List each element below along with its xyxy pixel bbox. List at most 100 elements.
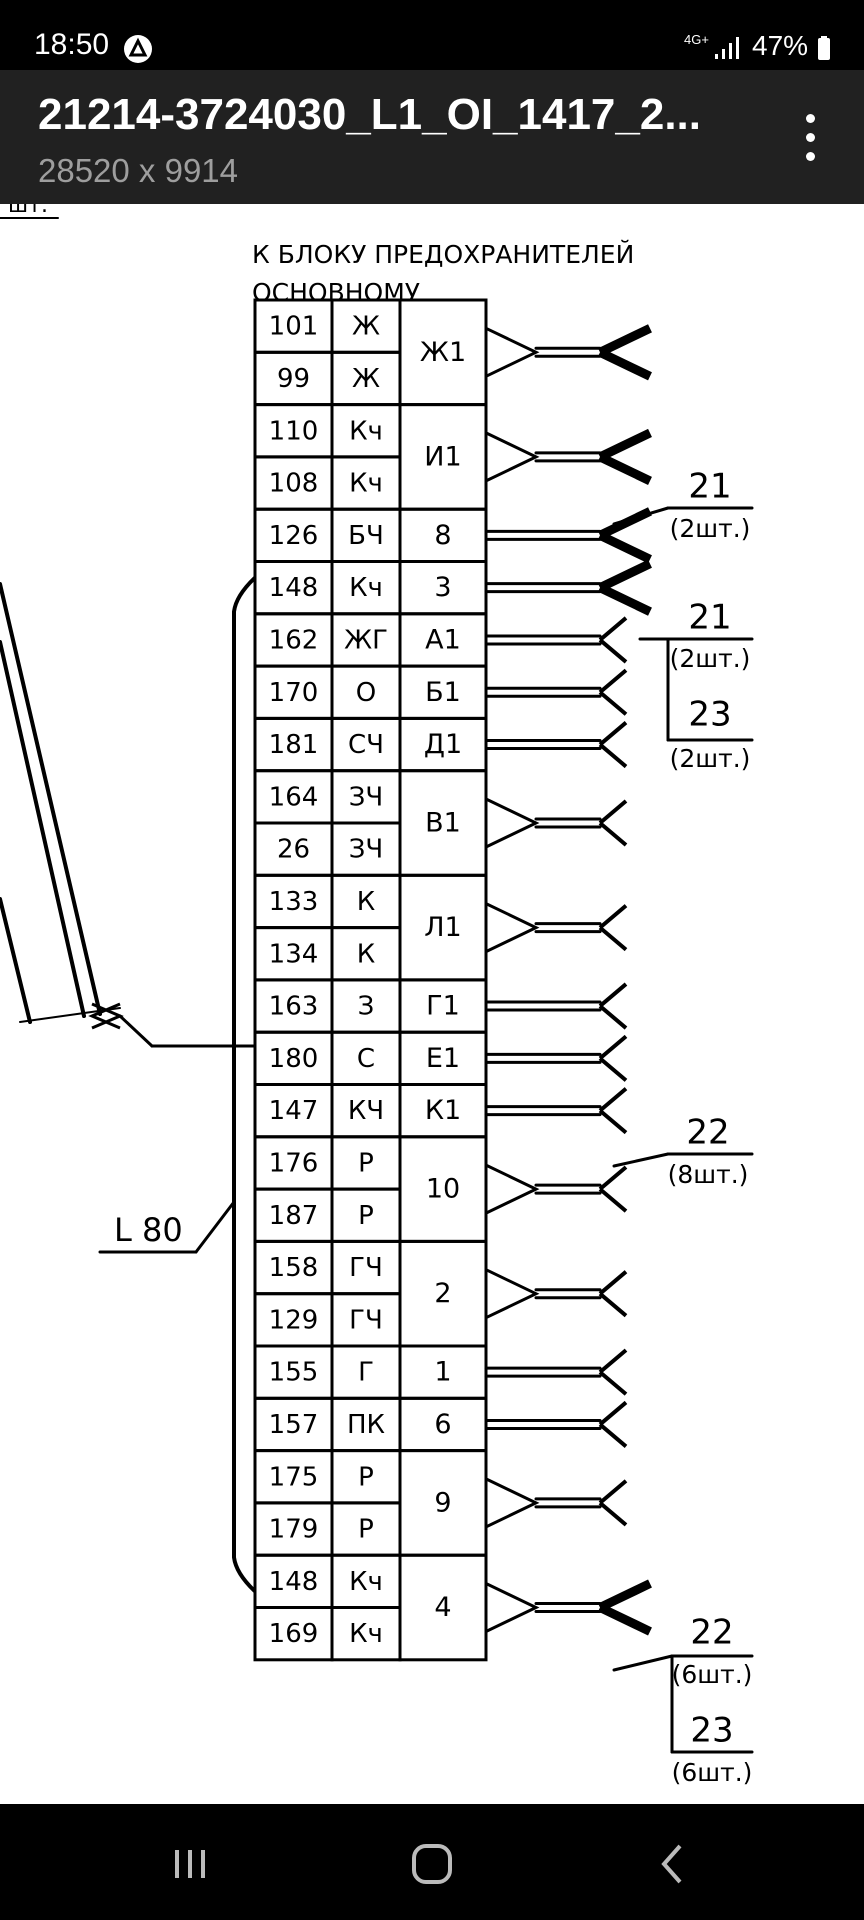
- wire-number: 108: [269, 469, 319, 499]
- navigation-bar: [0, 1804, 864, 1920]
- top-fragment-label: шт.: [8, 204, 48, 218]
- contact-cell: [398, 1553, 488, 1662]
- wire-merge: [485, 431, 540, 483]
- wire-color: Кч: [349, 1619, 383, 1649]
- terminal-fork: [598, 324, 652, 381]
- cable-line-inner: [0, 640, 86, 1018]
- wire-number: 169: [269, 1619, 319, 1649]
- wire-number: 176: [269, 1148, 319, 1178]
- wire-number: 163: [269, 992, 319, 1022]
- wire-number: 110: [269, 416, 319, 446]
- status-time: 18:50: [34, 28, 110, 61]
- image-viewport[interactable]: шт. К БЛОКУ ПРЕДОХРАНИТЕЛЕЙ ОСНОВНОМУ L 80 1…: [0, 204, 864, 1804]
- terminal-fork: [598, 982, 628, 1030]
- callout-qty: (6шт.): [672, 1660, 753, 1689]
- wire-number: 158: [269, 1253, 319, 1283]
- contact-label: Ж1: [420, 337, 466, 368]
- wire-number: 181: [269, 730, 319, 760]
- wire-number: 134: [269, 939, 319, 969]
- terminal-fork: [598, 1479, 628, 1527]
- length-label: L 80: [114, 1211, 183, 1249]
- contact-label: Л1: [424, 912, 461, 943]
- wire-color: Р: [358, 1148, 374, 1178]
- contact-label: 4: [434, 1592, 451, 1623]
- terminal-fork: [598, 559, 652, 616]
- app-notification-icon: [124, 35, 152, 63]
- contact-label: 10: [426, 1174, 460, 1205]
- terminal-fork: [598, 1165, 628, 1213]
- wire-number: 170: [269, 678, 319, 708]
- contact-label: Б1: [425, 677, 461, 708]
- signal-icon: [715, 37, 739, 59]
- cable-line-edge: [0, 897, 32, 1024]
- wire-color: К: [357, 939, 375, 969]
- contact-label: В1: [425, 808, 461, 839]
- callout-qty: (2шт.): [670, 744, 751, 773]
- wire-color: СЧ: [348, 730, 384, 760]
- wire-number: 179: [269, 1515, 319, 1545]
- wire-color: Р: [358, 1515, 374, 1545]
- wire-number: 155: [269, 1358, 319, 1388]
- more-vert-icon[interactable]: [786, 106, 836, 170]
- length-bracket: [232, 576, 257, 1593]
- callout-qty: (6шт.): [672, 1758, 753, 1787]
- cable-line-outer: [0, 582, 102, 1016]
- wire-color: Кч: [349, 469, 383, 499]
- callout-number: 22: [690, 1613, 733, 1653]
- wire-color: С: [357, 1044, 375, 1074]
- wire-number: 133: [269, 887, 319, 917]
- wire-number: 148: [269, 1567, 319, 1597]
- terminal-fork: [598, 507, 652, 564]
- contact-label: И1: [424, 441, 461, 472]
- callout-number: 21: [688, 598, 731, 638]
- terminal-fork: [598, 428, 652, 485]
- wire-number: 162: [269, 625, 319, 655]
- callout-number: 23: [690, 1711, 733, 1751]
- wire-number: 129: [269, 1305, 319, 1335]
- wire-color: ГЧ: [349, 1253, 383, 1283]
- wire-color: О: [356, 678, 376, 708]
- terminal-fork: [598, 1348, 628, 1396]
- back-icon[interactable]: [644, 1836, 704, 1892]
- wire-number: 99: [277, 364, 310, 394]
- contact-label: Д1: [424, 729, 462, 760]
- home-icon[interactable]: [402, 1836, 462, 1892]
- wire-color: ГЧ: [349, 1305, 383, 1335]
- wire-color: ЖГ: [344, 625, 388, 655]
- contact-label: 3: [434, 572, 451, 603]
- wire-number: 101: [269, 312, 319, 342]
- terminal-fork: [598, 799, 628, 847]
- image-dimensions: 28520 x 9914: [38, 152, 239, 189]
- app-bar: 21214-3724030_L1_OI_1417_2... 28520 x 99…: [0, 70, 864, 204]
- wiring-diagram: шт. К БЛОКУ ПРЕДОХРАНИТЕЛЕЙ ОСНОВНОМУ L 80 1…: [0, 204, 754, 1787]
- terminal-fork: [598, 668, 628, 716]
- callout-leader: [612, 1654, 674, 1672]
- wire-color: Кч: [349, 573, 383, 603]
- contact-label: 8: [434, 520, 451, 551]
- wire-merge: [485, 902, 540, 953]
- header-line1: К БЛОКУ ПРЕДОХРАНИТЕЛЕЙ: [252, 240, 634, 269]
- wire-number: 157: [269, 1410, 319, 1440]
- contact-label: А1: [425, 624, 461, 655]
- wire-merge: [485, 1477, 540, 1529]
- contact-label: 1: [434, 1357, 451, 1388]
- wire-number: 164: [269, 782, 319, 812]
- contact-label: 2: [434, 1278, 451, 1309]
- contact-label: 9: [434, 1487, 451, 1518]
- length-leader: [194, 1200, 236, 1254]
- wire-merge: [485, 326, 540, 378]
- wire-number: 126: [269, 521, 319, 551]
- wire-number: 187: [269, 1201, 319, 1231]
- wire-number: 175: [269, 1462, 319, 1492]
- callout-leader: [612, 1152, 670, 1168]
- wire-merge: [485, 1163, 540, 1215]
- callout-qty: (8шт.): [668, 1160, 749, 1189]
- terminal-fork: [598, 1270, 628, 1318]
- header-line2: ОСНОВНОМУ: [252, 278, 420, 307]
- callout-qty: (2шт.): [670, 514, 751, 543]
- recent-apps-icon[interactable]: [160, 1836, 220, 1892]
- battery-level: 47%: [752, 30, 809, 61]
- wire-number: 148: [269, 573, 319, 603]
- contact-label: К1: [425, 1095, 461, 1126]
- callout-number: 22: [686, 1113, 729, 1153]
